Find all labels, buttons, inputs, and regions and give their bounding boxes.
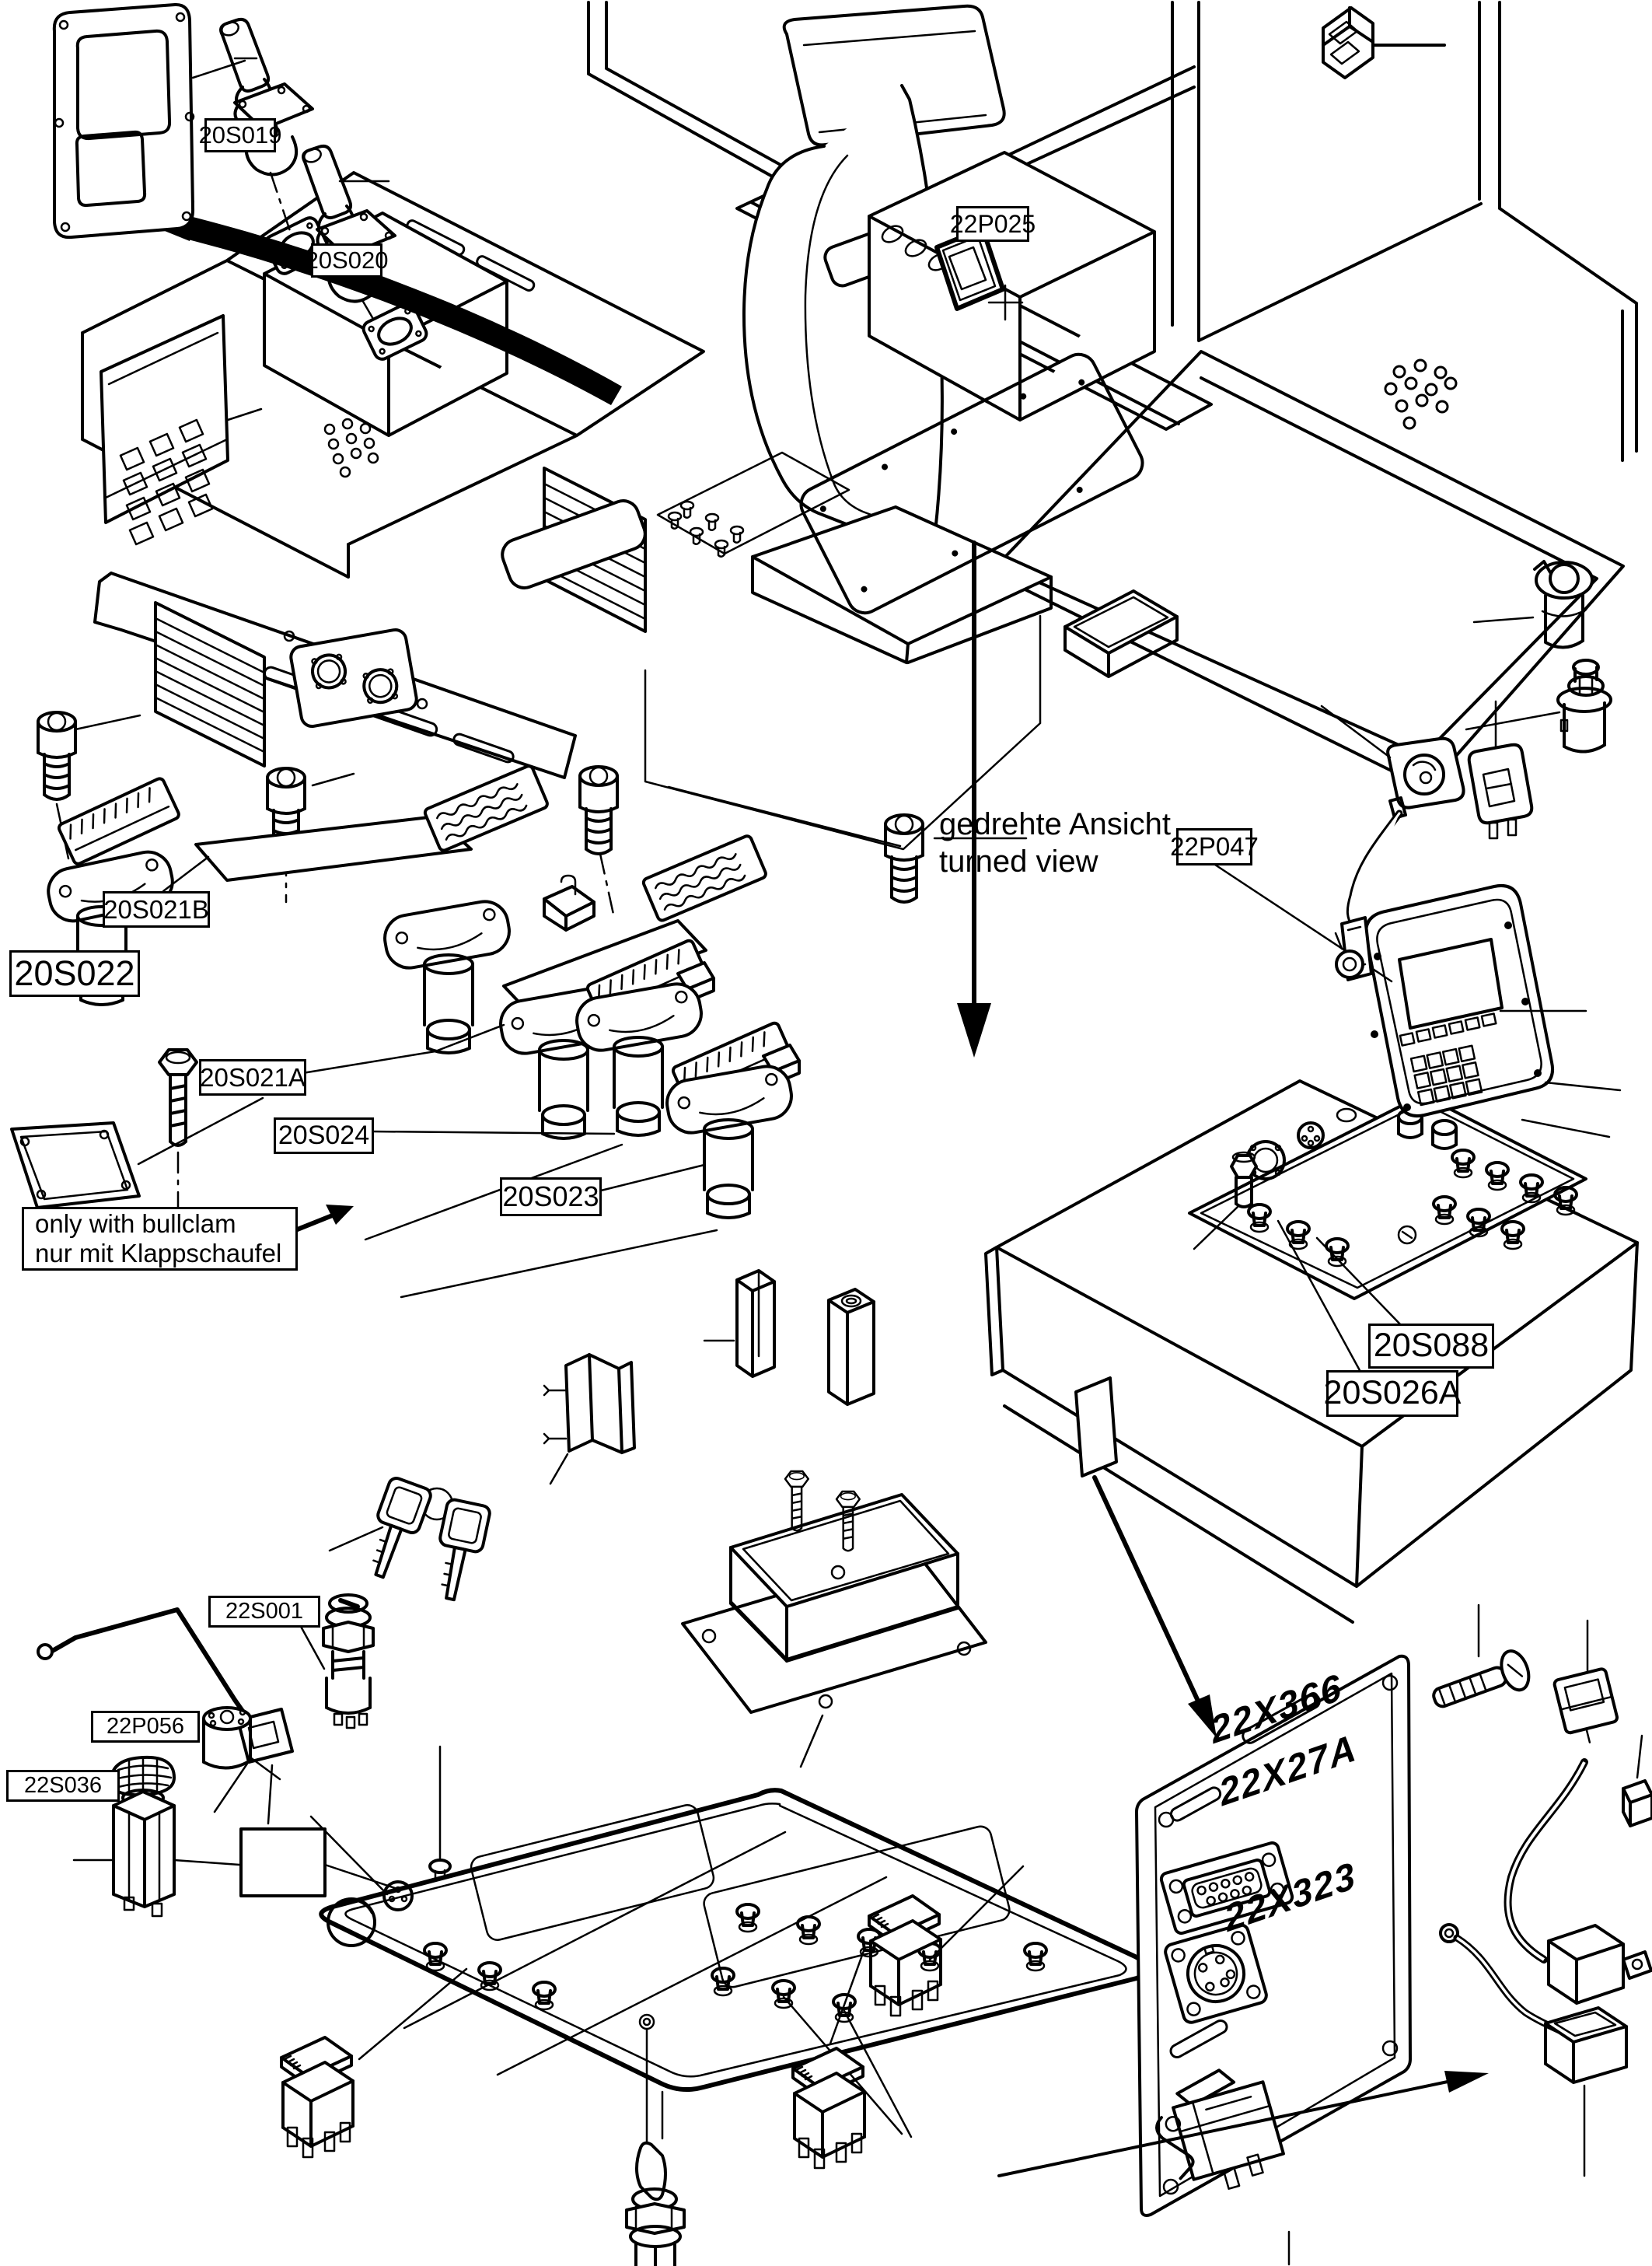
ignition-switch [298, 1593, 375, 1729]
joystick-20s019 [219, 17, 314, 235]
label-20s024-text: 20S024 [278, 1121, 370, 1151]
annotation-turned-view-en: turned view [939, 845, 1098, 879]
label-20s021b: 20S021B [103, 891, 210, 928]
mount-plate [10, 1096, 264, 1209]
label-22p056: 22P056 [91, 1711, 200, 1743]
wall-switch [1322, 6, 1446, 79]
label-20s019: 20S019 [199, 118, 281, 152]
operator-seat [501, 4, 1053, 851]
plug-22p056 [202, 1706, 281, 1781]
label-20s026a: 20S026A [1324, 1370, 1461, 1417]
label-22p056-text: 22P056 [107, 1713, 184, 1739]
label-20s020: 20S020 [306, 243, 388, 278]
label-22p047: 22P047 [1170, 828, 1259, 865]
junction-box [681, 1470, 987, 1768]
blank-square [239, 1827, 327, 1897]
label-20s022: 20S022 [9, 950, 140, 997]
label-22p047-text: 22P047 [1170, 832, 1259, 862]
label-20s024: 20S024 [274, 1117, 374, 1154]
lighter [1465, 659, 1612, 754]
note-bullclam-line2: nur mit Klappschaufel [35, 1239, 282, 1268]
label-22s036-text: 22S036 [24, 1772, 102, 1798]
vent-holes-left [323, 418, 379, 478]
label-20s021a-text: 20S021A [200, 1062, 306, 1092]
storage-tray [1063, 589, 1179, 678]
relay-posts [703, 1269, 875, 1406]
keypad-plate [100, 314, 263, 546]
annotation-turned-view-de: gedrehte Ansicht [939, 807, 1171, 841]
label-20s026a-text: 20S026A [1323, 1374, 1462, 1412]
pedal-20s021a [495, 834, 767, 1140]
pedal-20s023 [662, 1019, 801, 1219]
label-20s023-text: 20S023 [502, 1180, 599, 1212]
cover-plate [52, 2, 246, 240]
front-console [868, 151, 1156, 421]
note-bullclam-line1: only with bullclam [35, 1209, 236, 1238]
turned-view-arrow [957, 540, 991, 1058]
pushbutton-22s036 [72, 1755, 241, 1918]
power-outlet [1472, 560, 1594, 649]
label-22s001: 22S001 [208, 1596, 320, 1628]
label-20s021b-text: 20S021B [103, 894, 209, 924]
pedal-20s021b [194, 764, 595, 1054]
dash-panel [799, 352, 1144, 615]
monitor-pod [1364, 884, 1554, 1117]
label-22s036: 22S036 [6, 1770, 120, 1802]
label-20s023: 20S023 [500, 1177, 602, 1216]
dsub-connector [1159, 1841, 1294, 1936]
slide-duct [154, 467, 647, 768]
toggle-switch [625, 2090, 686, 2266]
panel-screw [1432, 1603, 1531, 1708]
stud-plate [656, 451, 850, 558]
latch-connector [1155, 2068, 1285, 2190]
vent-holes-right [1384, 358, 1458, 430]
pedal-20s024 [571, 937, 715, 1137]
pedal-group [10, 711, 1028, 1299]
keys [328, 1474, 493, 1605]
label-22p025: 22P025 [950, 206, 1036, 242]
cab-overview-drawing [81, 1, 1638, 851]
wire-harness-b [1439, 1923, 1628, 2177]
label-22p025-text: 22P025 [949, 209, 1036, 238]
din-connector [1164, 1923, 1268, 2024]
label-22s001-text: 22S001 [225, 1598, 303, 1624]
label-20s021a: 20S021A [199, 1059, 306, 1096]
label-20s019-text: 20S019 [198, 121, 282, 149]
rocker-switch-left [280, 2036, 354, 2159]
label-20s020-text: 20S020 [305, 247, 389, 275]
label-20s088-text: 20S088 [1373, 1327, 1490, 1365]
label-20s022-text: 20S022 [14, 953, 135, 994]
bracket [543, 1353, 636, 1485]
switch-panel [309, 1745, 1150, 2145]
hex-stud [1193, 1151, 1258, 1250]
label-20s088: 20S088 [1368, 1324, 1494, 1369]
long-arrow-bottom [997, 2071, 1489, 2177]
note-bullclam: only with bullclam nur mit Klappschaufel [22, 1207, 298, 1271]
connector-panel [1135, 1654, 1412, 2266]
floor-connector-plate [289, 628, 418, 729]
wire-harness-a [1504, 1619, 1652, 2005]
rocker-switch-right [791, 2047, 866, 2170]
turned-console [984, 862, 1639, 1738]
square-rocker [1467, 700, 1534, 840]
grommet [1335, 949, 1364, 979]
